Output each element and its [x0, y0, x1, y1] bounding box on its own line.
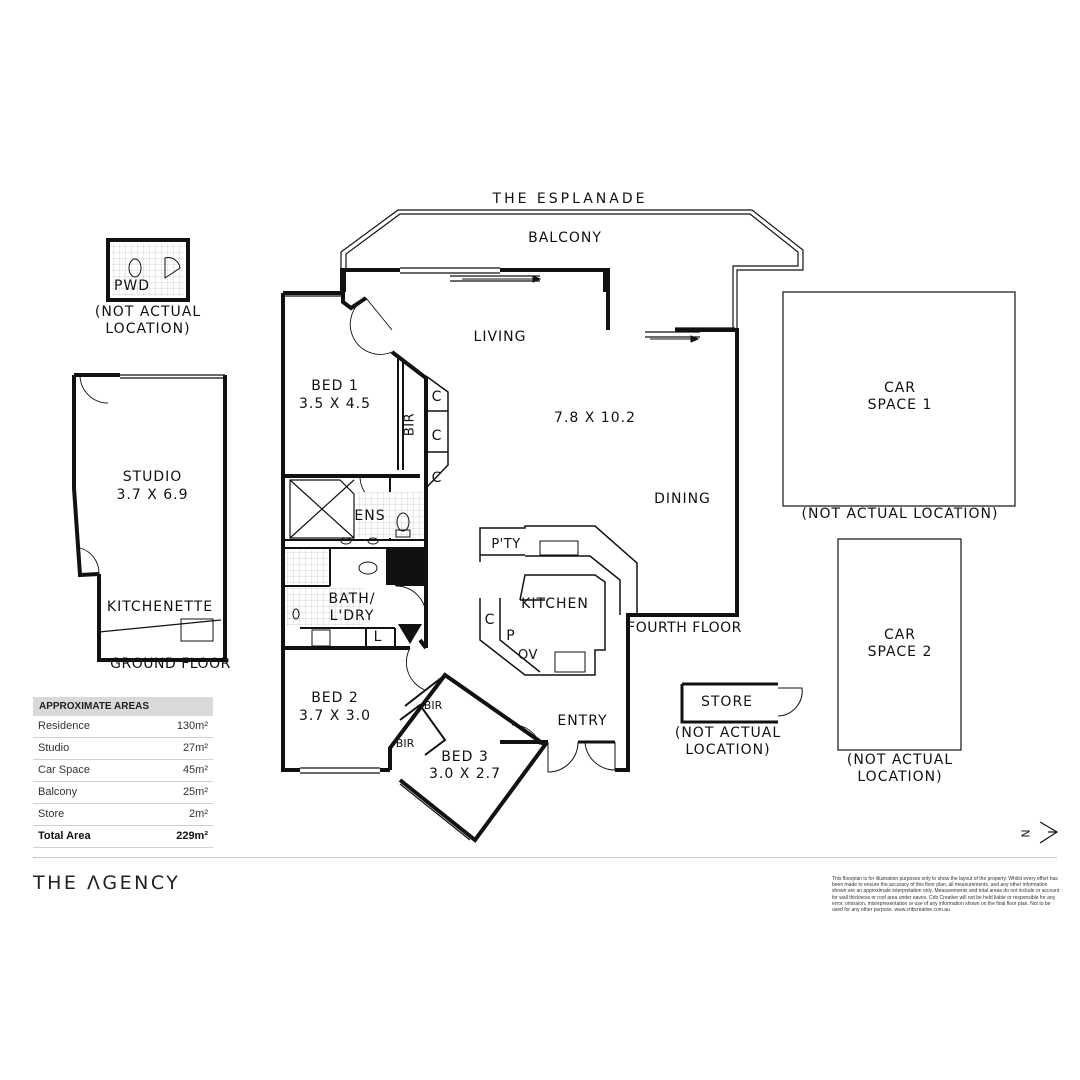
car2-label-b: SPACE 2 [867, 644, 933, 660]
studio-dims: 3.7 X 6.9 [116, 487, 189, 503]
kitchen-benches [479, 525, 638, 676]
laundry-tub-label: L [373, 629, 383, 645]
bed3-bir-label-1: BIR [423, 699, 443, 712]
bed3-dims: 3.0 X 2.7 [428, 766, 502, 782]
studio-label: STUDIO [122, 469, 183, 485]
sanitary-fixtures [128, 257, 586, 673]
table-row: Studio 27m² [33, 738, 213, 760]
bath-label: BATH/ [328, 591, 376, 607]
store-room [680, 682, 803, 724]
cupboard-label-2: C [431, 428, 443, 444]
areas-table-title: APPROXIMATE AREAS [33, 697, 213, 716]
cupboard-label-1: C [431, 389, 443, 405]
balcony-outline [340, 209, 804, 330]
area-label: Store [38, 808, 65, 820]
area-value: 45m² [182, 764, 208, 776]
total-row: Total Area 229m² [33, 826, 213, 848]
brand-logo: THE ΛGENCY [33, 872, 181, 894]
table-row: Store 2m² [33, 804, 213, 826]
entry-doors [547, 740, 616, 773]
balcony-label: BALCONY [528, 230, 602, 246]
bed1-dims: 3.5 X 4.5 [298, 396, 372, 412]
footer-divider [33, 857, 1057, 858]
car-space-1 [782, 291, 1016, 507]
bed2-dims: 3.7 X 3.0 [298, 708, 372, 724]
area-label: Car Space [38, 764, 90, 776]
disclaimer-text: This floorplan is for illustration purpo… [832, 876, 1060, 914]
store-label: STORE [700, 694, 754, 710]
ensuite-shower [289, 479, 355, 539]
bed3-label: BED 3 [441, 749, 489, 765]
pwd-not-actual-a: (NOT ACTUAL [94, 304, 202, 320]
table-row: Residence 130m² [33, 716, 213, 738]
door-swings [349, 297, 541, 746]
bed1-label: BED 1 [311, 378, 359, 394]
total-value: 229m² [176, 830, 208, 842]
area-label: Balcony [38, 786, 78, 798]
kitchen-label: KITCHEN [521, 596, 589, 612]
car2-label-a: CAR [883, 627, 917, 643]
studio-walls [72, 373, 227, 662]
north-arrow [1039, 821, 1059, 844]
laundry-label: L'DRY [329, 608, 375, 624]
car-space-2 [837, 538, 962, 751]
table-row: Car Space 45m² [33, 760, 213, 782]
area-value: 2m² [189, 808, 208, 820]
bed3-bir-label-2: BIR [395, 737, 415, 750]
kitchen-pantry-p-label: P [506, 628, 516, 644]
total-label: Total Area [38, 830, 91, 842]
car1-not-actual: (NOT ACTUAL LOCATION) [801, 506, 999, 522]
ensuite-label: ENS [354, 508, 386, 524]
living-cupboards [425, 375, 449, 489]
solid-fixtures [386, 549, 424, 644]
car2-not-actual-b: LOCATION) [857, 769, 943, 785]
pwd-label: PWD [113, 278, 151, 294]
car1-label-b: SPACE 1 [867, 397, 933, 413]
north-label: N [1019, 829, 1033, 838]
pantry-label: P'TY [491, 537, 521, 552]
entry-label: ENTRY [557, 713, 608, 729]
kitchenette-label: KITCHENETTE [106, 599, 214, 615]
store-not-actual-b: LOCATION) [685, 742, 771, 758]
area-value: 27m² [182, 742, 208, 754]
corner-posts [340, 268, 609, 292]
street-label: THE ESPLANADE [492, 191, 648, 207]
car2-not-actual-a: (NOT ACTUAL [846, 752, 954, 768]
dining-label: DINING [654, 491, 711, 507]
fourth-floor-label: FOURTH FLOOR [627, 620, 742, 636]
area-value: 25m² [182, 786, 208, 798]
car1-label-a: CAR [883, 380, 917, 396]
ground-floor-label: GROUND FLOOR [110, 656, 231, 672]
living-label: LIVING [473, 329, 527, 345]
cupboard-label-3: C [431, 470, 443, 486]
bed1-bir-label: BIR [402, 412, 418, 437]
table-row: Balcony 25m² [33, 782, 213, 804]
bed2-label: BED 2 [311, 690, 359, 706]
sliding-door-arrows [462, 275, 700, 343]
kitchen-cupboard-label: C [484, 612, 496, 628]
windows [283, 267, 735, 841]
oven-label: OV [518, 648, 538, 663]
store-not-actual-a: (NOT ACTUAL [674, 725, 782, 741]
tiled-floors [112, 244, 423, 626]
powder-room [106, 238, 190, 302]
area-label: Studio [38, 742, 70, 754]
approximate-areas-table: APPROXIMATE AREAS Residence 130m² Studio… [33, 697, 213, 848]
living-dims: 7.8 X 10.2 [554, 410, 636, 426]
pwd-not-actual-b: LOCATION) [105, 321, 191, 337]
area-label: Residence [38, 720, 90, 732]
area-value: 130m² [176, 720, 208, 732]
